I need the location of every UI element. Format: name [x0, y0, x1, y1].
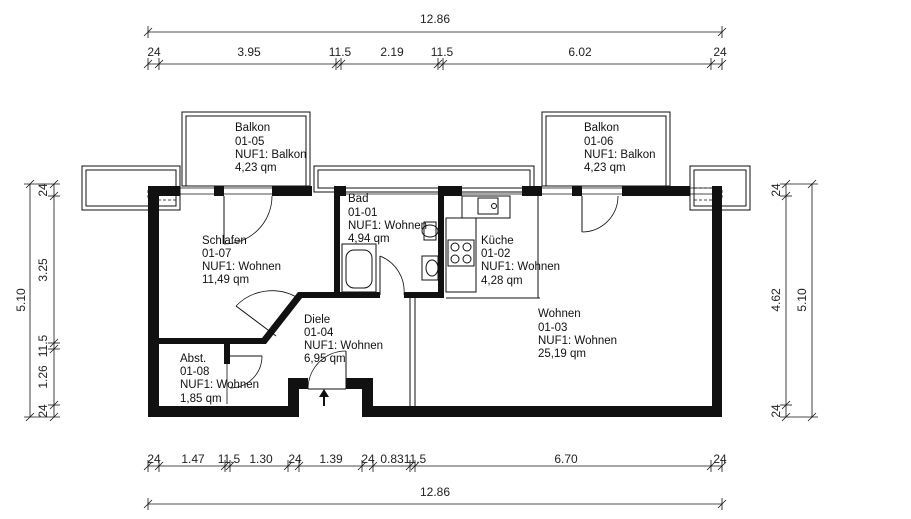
- dimension-top-chain: 24 3.95 11.5 2.19 11.5 6.02 24: [143, 45, 727, 70]
- dim-right-1: 4.62: [769, 288, 783, 312]
- room-area: 4,23 qm: [235, 162, 277, 174]
- room-name: Diele: [304, 314, 330, 326]
- dim-top-4: 11.5: [431, 45, 454, 59]
- dim-left-3: 1.26: [36, 365, 50, 389]
- room-area: 6,95 qm: [304, 353, 346, 365]
- dim-left-2: 11.5: [36, 334, 50, 357]
- room-use: NUF1: Wohnen: [202, 261, 281, 273]
- room-id: 01-06: [584, 136, 613, 148]
- room-id: 01-07: [202, 248, 231, 260]
- toilet: [421, 221, 439, 241]
- dim-left-4: 24: [36, 404, 50, 418]
- room-label-abst: Abst. 01-08 NUF1: Wohnen 1,85 qm: [180, 353, 259, 405]
- room-use: NUF1: Wohnen: [180, 379, 259, 391]
- dim-bottom-3: 1.30: [249, 452, 273, 466]
- dim-top-2: 11.5: [329, 45, 352, 59]
- room-area: 11,49 qm: [202, 274, 249, 286]
- dim-bottom-9: 6.70: [554, 452, 578, 466]
- door-abst: [229, 355, 263, 389]
- room-area: 4,94 qm: [348, 233, 390, 245]
- dim-right-total: 5.10: [795, 288, 809, 312]
- room-name: Bad: [348, 193, 368, 205]
- balcony-right: [541, 111, 671, 187]
- room-use: NUF1: Wohnen: [348, 220, 427, 232]
- door-schlafen-diele: [235, 290, 299, 337]
- door-schlafen-balkon: [223, 195, 273, 245]
- dimension-top-total: 12.86: [143, 12, 727, 38]
- outer-walls: [148, 186, 722, 417]
- room-label-diele: Diele 01-04 NUF1: Wohnen 6,95 qm: [304, 314, 383, 365]
- dim-bottom-7: 0.83: [380, 452, 404, 466]
- dim-top-0: 24: [147, 45, 161, 59]
- dim-left-total: 5.10: [14, 288, 28, 312]
- dim-left-0: 24: [36, 183, 50, 197]
- dim-right-2: 24: [769, 404, 783, 418]
- dim-bottom-2: 11.5: [218, 452, 241, 466]
- dim-bottom-6: 24: [361, 452, 375, 466]
- entrance-arrow-icon: [319, 389, 329, 406]
- room-id: 01-03: [538, 322, 567, 334]
- dim-bottom-8: 11.5: [404, 452, 427, 466]
- room-name: Wohnen: [538, 308, 581, 320]
- dimension-right: 24 4.62 24 5.10: [769, 179, 818, 422]
- dim-top-5: 6.02: [568, 45, 592, 59]
- room-area: 25,19 qm: [538, 348, 586, 360]
- wash-basin: [421, 255, 439, 281]
- dimension-left: 5.10 24 3.25 11.5 1.26 24: [14, 179, 60, 422]
- room-area: 1,85 qm: [180, 393, 222, 405]
- room-label-kueche: Küche 01-02 NUF1: Wohnen 4,28 qm: [481, 235, 560, 287]
- room-id: 01-04: [304, 327, 334, 339]
- door-wohnen-balkon: [581, 195, 619, 233]
- room-name: Balkon: [584, 122, 619, 134]
- room-use: NUF1: Balkon: [235, 149, 307, 161]
- door-bad: [379, 255, 405, 296]
- dimension-bottom-chain: 24 1.47 11.5 1.30 24 1.39 24 0.83 11.5 6…: [143, 452, 727, 472]
- room-id: 01-01: [348, 207, 377, 219]
- dim-right-0: 24: [769, 183, 783, 197]
- room-id: 01-08: [180, 366, 209, 378]
- dim-bottom-4: 24: [288, 452, 302, 466]
- room-use: NUF1: Wohnen: [481, 261, 560, 273]
- room-label-wohnen: Wohnen 01-03 NUF1: Wohnen 25,19 qm: [538, 308, 617, 360]
- room-name: Balkon: [235, 122, 270, 134]
- dim-bottom-total-label: 12.86: [420, 485, 450, 499]
- room-name: Schlafen: [202, 235, 247, 247]
- bathtub: [341, 243, 377, 293]
- dim-top-total-label: 12.86: [420, 12, 450, 26]
- room-id: 01-02: [481, 248, 510, 260]
- room-label-balkon-right: Balkon 01-06 NUF1: Balkon 4,23 qm: [584, 122, 656, 174]
- balcony-left: [181, 111, 311, 187]
- room-label-schlafen: Schlafen 01-07 NUF1: Wohnen 11,49 qm: [202, 235, 281, 286]
- room-use: NUF1: Wohnen: [304, 340, 383, 352]
- room-area: 4,23 qm: [584, 162, 626, 174]
- room-label-balkon-left: Balkon 01-05 NUF1: Balkon 4,23 qm: [235, 122, 307, 174]
- room-id: 01-05: [235, 136, 264, 148]
- inner-walls: [159, 186, 540, 406]
- room-name: Abst.: [180, 353, 206, 365]
- room-name: Küche: [481, 235, 514, 247]
- dim-bottom-1: 1.47: [181, 452, 205, 466]
- kitchen-counter: [445, 195, 511, 293]
- dim-bottom-10: 24: [713, 452, 727, 466]
- dim-top-1: 3.95: [237, 45, 261, 59]
- door-entrance: [307, 350, 347, 390]
- room-use: NUF1: Wohnen: [538, 335, 617, 347]
- dim-left-1: 3.25: [36, 258, 50, 282]
- room-area: 4,28 qm: [481, 275, 523, 287]
- dim-bottom-0: 24: [147, 452, 161, 466]
- dimension-bottom-total: 12.86: [143, 485, 727, 510]
- dim-bottom-5: 1.39: [319, 452, 343, 466]
- dim-top-3: 2.19: [380, 45, 404, 59]
- room-use: NUF1: Balkon: [584, 149, 656, 161]
- room-label-bad: Bad 01-01 NUF1: Wohnen 4,94 qm: [348, 193, 427, 245]
- dim-top-6: 24: [713, 45, 727, 59]
